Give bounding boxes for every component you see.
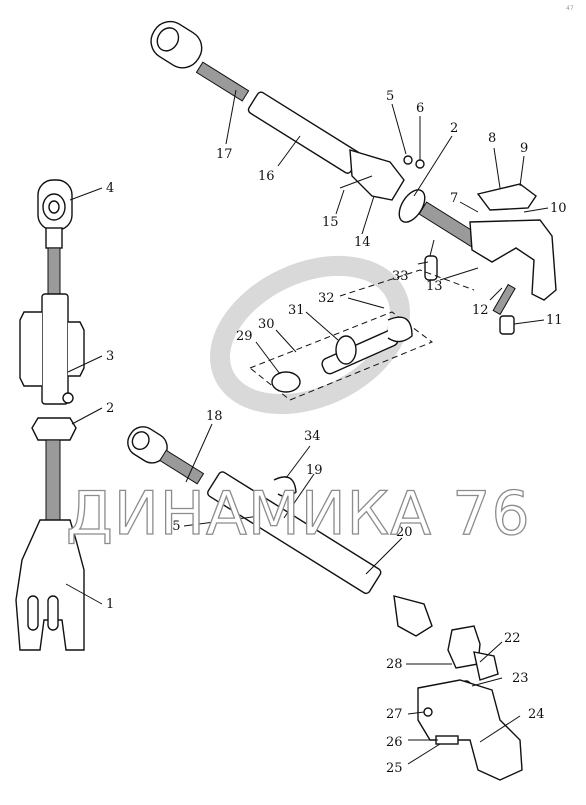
spring-clip bbox=[271, 371, 301, 393]
callout-18: 18 bbox=[206, 409, 223, 424]
fork-slot-right bbox=[47, 595, 59, 631]
callout-2-top: 2 bbox=[450, 121, 458, 136]
callout-22: 22 bbox=[504, 631, 521, 646]
top-link-tube bbox=[247, 91, 361, 174]
callout-2-left: 2 bbox=[106, 401, 114, 416]
chain bbox=[429, 239, 435, 257]
leader-lines bbox=[65, 89, 549, 765]
callout-11: 11 bbox=[546, 313, 563, 328]
callout-31: 31 bbox=[288, 303, 305, 318]
watermark-text: ДИНАМИКА 76 bbox=[66, 479, 531, 549]
callout-26: 26 bbox=[386, 735, 403, 750]
watermark-ring bbox=[210, 255, 410, 415]
corner-mark: 47 bbox=[566, 5, 574, 12]
callout-17: 17 bbox=[216, 147, 233, 162]
callout-23: 23 bbox=[512, 671, 529, 686]
sleeve-pin bbox=[62, 392, 74, 404]
callout-15: 15 bbox=[322, 215, 339, 230]
lower-eye-hole bbox=[131, 431, 150, 451]
pin-26 bbox=[435, 735, 459, 745]
lower-tube bbox=[207, 471, 382, 595]
hook-body bbox=[417, 679, 523, 781]
callout-1: 1 bbox=[106, 597, 114, 612]
latch-top bbox=[447, 625, 481, 669]
spring bbox=[492, 283, 516, 316]
lower-link-assembly bbox=[127, 426, 433, 637]
ball-eye-ball bbox=[48, 200, 60, 214]
callout-13: 13 bbox=[426, 279, 443, 294]
eye-shank bbox=[45, 227, 63, 249]
callout-10: 10 bbox=[550, 201, 567, 216]
callout-34: 34 bbox=[304, 429, 321, 444]
callout-24: 24 bbox=[528, 707, 545, 722]
callout-6: 6 bbox=[416, 101, 424, 116]
lower-end-fork bbox=[393, 595, 433, 637]
top-link-assembly bbox=[150, 20, 557, 335]
callout-8: 8 bbox=[488, 131, 496, 146]
top-link-eye-hole bbox=[156, 27, 180, 52]
fork-slot-left bbox=[27, 595, 39, 631]
pin-15 bbox=[339, 175, 373, 189]
callout-19: 19 bbox=[306, 463, 323, 478]
callout-27: 27 bbox=[386, 707, 403, 722]
coupling-bracket bbox=[349, 149, 405, 201]
callout-16: 16 bbox=[258, 169, 275, 184]
hook bbox=[469, 219, 557, 301]
callout-14: 14 bbox=[354, 235, 371, 250]
pin-collar bbox=[335, 335, 357, 365]
lock-nut bbox=[31, 417, 77, 441]
callout-9: 9 bbox=[520, 141, 528, 156]
lower-thread-rod bbox=[159, 449, 205, 485]
clip-32 bbox=[387, 316, 413, 343]
callout-35: 35 bbox=[164, 519, 181, 534]
callout-12: 12 bbox=[472, 303, 489, 318]
latch bbox=[476, 183, 537, 211]
callout-29: 29 bbox=[236, 329, 253, 344]
upper-thread bbox=[47, 247, 61, 295]
lynch-pin bbox=[424, 255, 438, 281]
nut-6 bbox=[415, 159, 425, 169]
callout-7: 7 bbox=[450, 191, 458, 206]
pin-assembly-group bbox=[249, 269, 475, 401]
callout-25: 25 bbox=[386, 761, 403, 776]
hook-assembly bbox=[417, 625, 523, 781]
sleeve-handle-right bbox=[68, 321, 85, 377]
callout-33: 33 bbox=[392, 269, 409, 284]
latch-pin bbox=[499, 315, 515, 335]
callout-20: 20 bbox=[396, 525, 413, 540]
callout-4: 4 bbox=[106, 181, 114, 196]
callout-28: 28 bbox=[386, 657, 403, 672]
lift-rod-assembly bbox=[15, 179, 85, 651]
callout-5: 5 bbox=[386, 89, 394, 104]
top-link-thread bbox=[195, 61, 250, 102]
clip-34 bbox=[273, 476, 297, 498]
bolt-27 bbox=[423, 707, 433, 717]
sleeve-body bbox=[41, 293, 69, 405]
lower-thread bbox=[45, 439, 61, 521]
sleeve-handle bbox=[19, 311, 42, 387]
callout-3: 3 bbox=[106, 349, 114, 364]
callout-30: 30 bbox=[258, 317, 275, 332]
dashed-outline-upper bbox=[339, 269, 475, 297]
callout-labels: 1 2 3 4 5 6 2 7 8 9 10 11 12 13 14 15 16… bbox=[106, 89, 567, 776]
washer-5 bbox=[403, 155, 413, 165]
callout-32: 32 bbox=[318, 291, 335, 306]
